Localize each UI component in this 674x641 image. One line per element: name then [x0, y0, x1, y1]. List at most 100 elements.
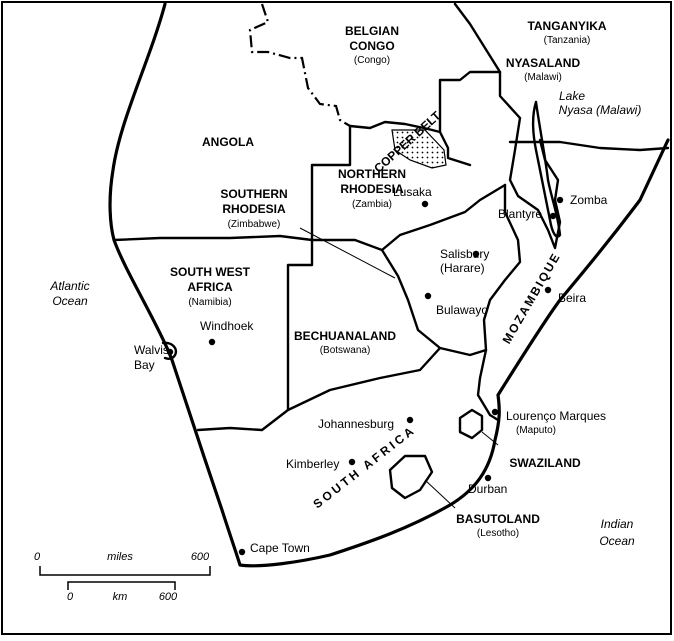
scale-bar-miles: 0 miles 600 [34, 551, 211, 576]
copper-belt-area [391, 129, 447, 169]
city-kimberley: Kimberley [286, 457, 356, 471]
angola-rhodesia-border [310, 124, 352, 242]
zambezi-border [380, 183, 507, 252]
label-angola: ANGOLA [202, 135, 254, 149]
svg-text:Kimberley: Kimberley [286, 457, 339, 471]
label-southern-rhodesia: SOUTHERN RHODESIA (Zimbabwe) [220, 187, 287, 230]
svg-text:Bay: Bay [134, 358, 155, 372]
svg-text:Beira: Beira [558, 291, 586, 305]
orange-river-border [196, 408, 290, 432]
svg-text:Blantyre: Blantyre [498, 207, 542, 221]
city-salisbury: Salisbury (Harare) [440, 247, 489, 275]
svg-text:Lake: Lake [559, 89, 585, 103]
svg-text:BELGIAN: BELGIAN [345, 24, 399, 38]
svg-text:(Tanzania): (Tanzania) [544, 35, 591, 46]
label-nyasaland: NYASALAND (Malawi) [506, 56, 581, 83]
bechuanaland-south-africa-border [286, 346, 442, 412]
svg-text:RHODESIA: RHODESIA [340, 182, 404, 196]
city-lusaka: Lusaka [393, 185, 432, 208]
svg-text:Ocean: Ocean [52, 294, 88, 308]
leader-swaziland [481, 431, 499, 446]
svg-text:SOUTH WEST: SOUTH WEST [170, 265, 251, 279]
svg-text:Indian: Indian [601, 517, 634, 531]
walvis-bay-enclave [161, 341, 178, 360]
label-mozambique: MOZAMBIQUE [500, 250, 564, 346]
svg-text:(Lesotho): (Lesotho) [477, 528, 519, 539]
svg-text:Atlantic: Atlantic [49, 279, 89, 293]
city-marker [348, 458, 356, 466]
label-bechuanaland: BECHUANALAND (Botswana) [294, 329, 396, 356]
rhodesia-bechuanaland-border [380, 248, 488, 357]
city-durban: Durban [468, 474, 507, 496]
svg-text:Cape Town: Cape Town [250, 541, 310, 555]
svg-text:Salisbury: Salisbury [440, 247, 489, 261]
svg-text:Walvis: Walvis [134, 343, 169, 357]
svg-text:(Congo): (Congo) [354, 55, 390, 66]
basutoland-outline [388, 454, 434, 500]
svg-text:miles: miles [107, 551, 133, 563]
sw-africa-bechuanaland-border [286, 238, 314, 412]
city-walvis-bay: Walvis Bay [134, 343, 174, 372]
label-northern-rhodesia: NORTHERN RHODESIA (Zambia) [338, 167, 406, 210]
scale-bar-km: 0 km 600 [67, 581, 178, 603]
svg-text:Ocean: Ocean [599, 534, 635, 548]
svg-text:RHODESIA: RHODESIA [222, 202, 286, 216]
city-marker [556, 196, 564, 204]
label-tanganyika: TANGANYIKA (Tanzania) [527, 19, 606, 46]
label-belgian-congo: BELGIAN CONGO (Congo) [345, 24, 399, 66]
svg-text:Windhoek: Windhoek [200, 319, 254, 333]
leader-basutoland [424, 479, 456, 509]
svg-text:600: 600 [159, 591, 178, 603]
svg-text:(Harare): (Harare) [440, 261, 485, 275]
label-indian-ocean: Indian Ocean [599, 517, 635, 548]
city-bulawayo: Bulawayo [424, 292, 488, 317]
city-marker [406, 416, 414, 424]
lake-nyasa [531, 100, 562, 238]
city-zomba: Zomba [556, 193, 608, 207]
svg-text:0: 0 [67, 591, 74, 603]
svg-text:(Zambia): (Zambia) [352, 199, 392, 210]
svg-text:BECHUANALAND: BECHUANALAND [294, 329, 396, 343]
label-lake-nyasa: Lake Nyasa (Malawi) [559, 89, 642, 117]
leader-southern-rhodesia [299, 227, 396, 279]
svg-text:BASUTOLAND: BASUTOLAND [456, 512, 540, 526]
label-basutoland: BASUTOLAND (Lesotho) [456, 512, 540, 539]
mozambique-border [476, 183, 522, 422]
svg-text:Nyasa (Malawi): Nyasa (Malawi) [559, 103, 642, 117]
coastline [108, 2, 670, 568]
svg-text:(Malawi): (Malawi) [524, 72, 562, 83]
city-marker [208, 338, 216, 346]
city-marker [424, 292, 432, 300]
svg-text:Durban: Durban [468, 482, 507, 496]
svg-text:AFRICA: AFRICA [187, 280, 233, 294]
city-blantyre: Blantyre [498, 207, 557, 221]
city-marker [166, 348, 174, 356]
angola-congo-border [248, 3, 351, 127]
swaziland-outline [458, 408, 484, 440]
svg-text:Lourenço Marques: Lourenço Marques [506, 409, 606, 423]
svg-text:(Zimbabwe): (Zimbabwe) [228, 219, 281, 230]
svg-text:600: 600 [191, 551, 210, 563]
label-atlantic-ocean: Atlantic Ocean [49, 279, 89, 308]
svg-text:Lusaka: Lusaka [393, 185, 432, 199]
svg-text:NORTHERN: NORTHERN [338, 167, 406, 181]
city-marker [421, 200, 429, 208]
city-marker [238, 548, 246, 556]
svg-text:CONGO: CONGO [349, 39, 394, 53]
svg-text:Zomba: Zomba [570, 193, 608, 207]
city-marker [484, 474, 492, 482]
svg-text:SOUTHERN: SOUTHERN [220, 187, 287, 201]
city-cape-town: Cape Town [238, 541, 310, 556]
city-lourenco-marques: Lourenço Marques (Maputo) [491, 408, 606, 436]
svg-text:Bulawayo: Bulawayo [436, 303, 488, 317]
city-beira: Beira [544, 286, 586, 305]
svg-text:(Botswana): (Botswana) [320, 345, 371, 356]
svg-text:TANGANYIKA: TANGANYIKA [527, 19, 606, 33]
city-marker [472, 250, 480, 258]
svg-text:(Maputo): (Maputo) [516, 425, 556, 436]
svg-text:km: km [113, 591, 128, 603]
label-swaziland: SWAZILAND [509, 456, 581, 470]
label-south-west-africa: SOUTH WEST AFRICA (Namibia) [170, 265, 251, 308]
